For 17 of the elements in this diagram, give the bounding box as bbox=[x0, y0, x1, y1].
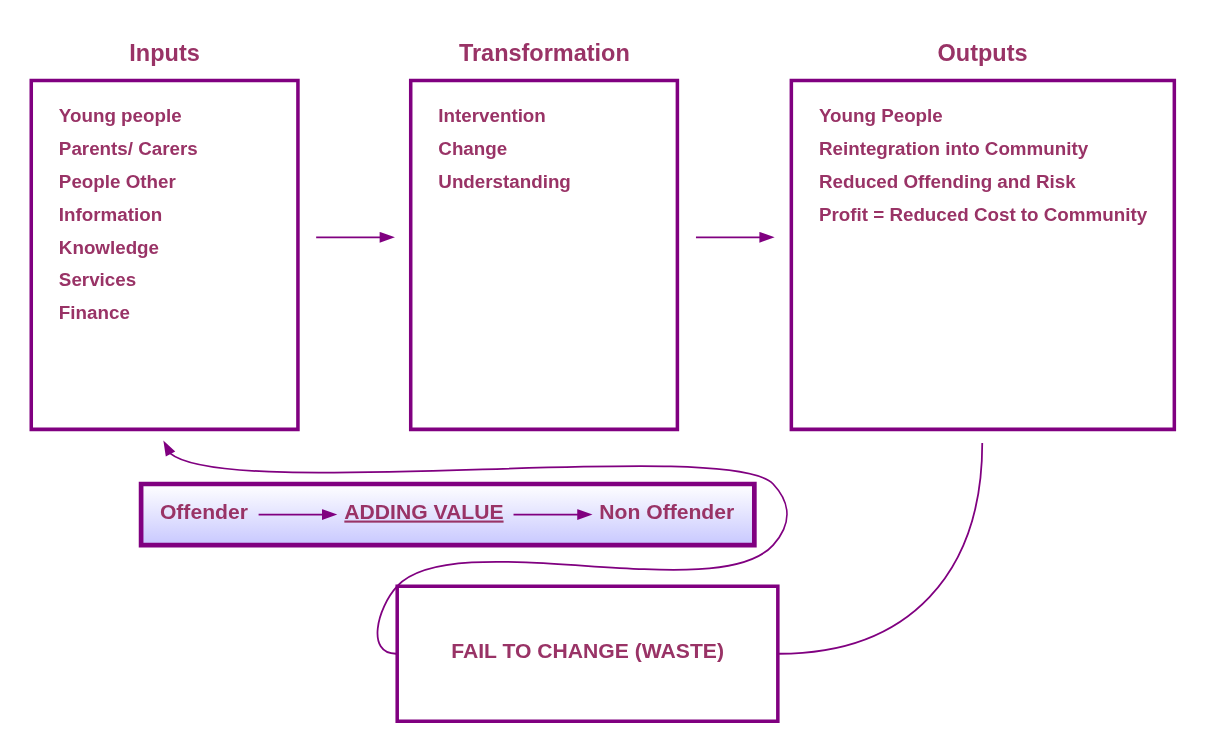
arrow bbox=[163, 440, 788, 655]
connector bbox=[778, 442, 984, 655]
node-text: ADDING VALUE bbox=[344, 499, 504, 523]
arrow bbox=[695, 231, 775, 243]
arrow bbox=[512, 509, 593, 520]
arrow bbox=[257, 509, 338, 520]
node-box: Intervention Change Understanding bbox=[408, 78, 680, 432]
node-label: Transformation bbox=[458, 40, 630, 67]
node-box: FAIL TO CHANGE (WASTE) bbox=[395, 584, 780, 724]
node-text: Non Offender bbox=[599, 499, 735, 523]
arrow bbox=[315, 231, 395, 243]
node-text: Offender bbox=[159, 499, 248, 523]
node-box: Young people Parents/ Carers People Other Information Knowledge Services Finance bbox=[29, 78, 300, 432]
cluster bbox=[138, 481, 757, 548]
node-label: Outputs bbox=[937, 40, 1028, 67]
node-box: Young People Reintegration into Community Reduced Offending and Risk Profit = Reduced Cost to Community bbox=[789, 78, 1177, 432]
node-label: Inputs bbox=[129, 40, 200, 67]
